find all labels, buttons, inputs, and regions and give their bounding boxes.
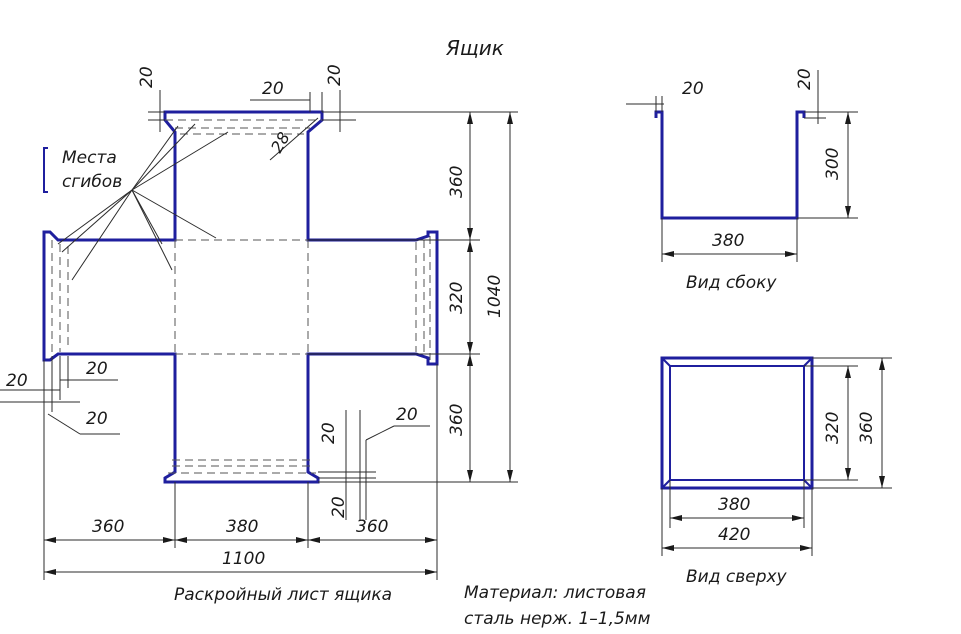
blank-bottom-dims: 360 380 360 1100	[43, 360, 438, 580]
dim-top-arm: 360	[447, 166, 467, 198]
side-caption: Вид сбоку	[686, 273, 777, 293]
dim-left-a: 20	[86, 359, 108, 379]
dim-bottom-lip-b: 20	[329, 496, 349, 518]
dim-total-h: 1040	[485, 275, 505, 318]
dim-bottom-arm: 360	[447, 404, 467, 436]
dim-top-lip-h: 20	[262, 79, 284, 99]
bend-note: Места сгибов	[43, 123, 229, 281]
dim-left-b: 20	[6, 371, 28, 391]
blank-fold-lines	[51, 119, 431, 474]
dim-w-total: 1100	[222, 549, 265, 569]
blank-caption: Раскройный лист ящика	[174, 585, 392, 605]
side-lip-v: 20	[795, 68, 815, 90]
dim-bottom-lip-r: 20	[396, 405, 418, 425]
drawing-title: Ящик	[445, 36, 504, 60]
top-outer-h: 360	[857, 412, 877, 444]
dim-w-left: 360	[92, 517, 124, 537]
dim-top-left-lip: 20	[137, 66, 157, 88]
dim-w-mid: 380	[226, 517, 258, 537]
blank-right-dims: 360 320 1040 360	[308, 111, 518, 483]
bend-label-line1: Места	[62, 148, 117, 168]
top-caption: Вид сверху	[686, 567, 788, 587]
top-inner-h: 320	[823, 412, 843, 444]
dim-diag: 28	[267, 129, 294, 156]
top-inner-w: 380	[718, 495, 750, 515]
dim-top-lip-v: 20	[325, 64, 345, 86]
bend-label-line2: сгибов	[62, 172, 122, 192]
blank-bottom-lip-dims: 20 20 20	[318, 405, 430, 520]
side-lip-h: 20	[682, 79, 704, 99]
material-line1: Материал: листовая	[464, 583, 646, 603]
top-outer-w: 420	[718, 525, 750, 545]
blank-left-dims: 20 20 20	[0, 356, 120, 435]
side-height: 300	[823, 148, 843, 180]
dim-middle: 320	[447, 282, 467, 314]
dim-w-right: 360	[356, 517, 388, 537]
dim-bottom-lip-v: 20	[319, 422, 339, 444]
material-line2: сталь нерж. 1–1,5мм	[464, 609, 651, 629]
dim-left-c: 20	[86, 409, 108, 429]
top-view: 320 360 380 420	[660, 356, 892, 556]
blank-top-dims: 20 20 20 28	[137, 64, 356, 161]
side-view: 20 20 300 380	[626, 68, 858, 262]
side-width: 380	[712, 231, 744, 251]
